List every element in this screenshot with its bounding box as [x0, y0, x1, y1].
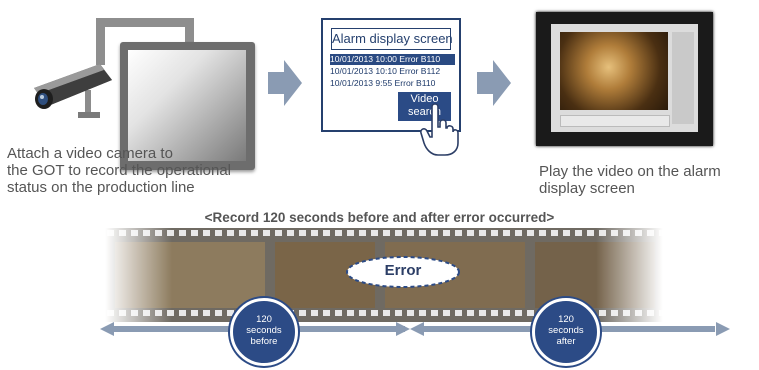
- alarm-screen-title: Alarm display screen: [331, 28, 453, 50]
- playback-seek-bar: [560, 115, 670, 127]
- hand-pointer-icon: [420, 103, 459, 156]
- alarm-row[interactable]: 10/01/2013 10:10 Error B112: [330, 66, 441, 76]
- step-arrow-icon: [268, 60, 302, 106]
- got-mount-bracket: [96, 18, 194, 65]
- marker-label: before: [250, 336, 278, 347]
- marker-value: 120: [558, 314, 574, 325]
- marker-unit: seconds: [246, 325, 282, 336]
- caption-line: the GOT to record the operational: [7, 162, 232, 179]
- timeline-headline: <Record 120 seconds before and after err…: [204, 210, 555, 225]
- caption-line: Attach a video camera to: [7, 145, 173, 162]
- before-marker: 120 seconds before: [230, 298, 298, 366]
- error-label: Error: [384, 262, 422, 279]
- error-burst: [346, 256, 460, 288]
- after-marker: 120 seconds after: [532, 298, 600, 366]
- alarm-row[interactable]: 10/01/2013 9:55 Error B110: [330, 78, 436, 88]
- button-label: Video: [410, 93, 439, 105]
- caption-line: display screen: [539, 180, 635, 197]
- caption-line: status on the production line: [7, 179, 195, 196]
- video-camera-icon: [34, 64, 112, 118]
- alarm-row[interactable]: 10/01/2013 10:00 Error B110: [330, 54, 455, 65]
- playback-sidebar: [672, 32, 694, 124]
- timeline-arrow: [100, 322, 730, 336]
- step3-caption: Play the video on the alarm display scre…: [539, 163, 759, 197]
- step-arrow-icon: [477, 60, 511, 106]
- marker-unit: seconds: [548, 325, 584, 336]
- step1-caption: Attach a video camera to the GOT to reco…: [7, 145, 307, 196]
- marker-value: 120: [256, 314, 272, 325]
- marker-label: after: [556, 336, 576, 347]
- got-screen: [128, 50, 246, 161]
- playback-video: [560, 32, 668, 110]
- caption-line: Play the video on the alarm: [539, 163, 721, 180]
